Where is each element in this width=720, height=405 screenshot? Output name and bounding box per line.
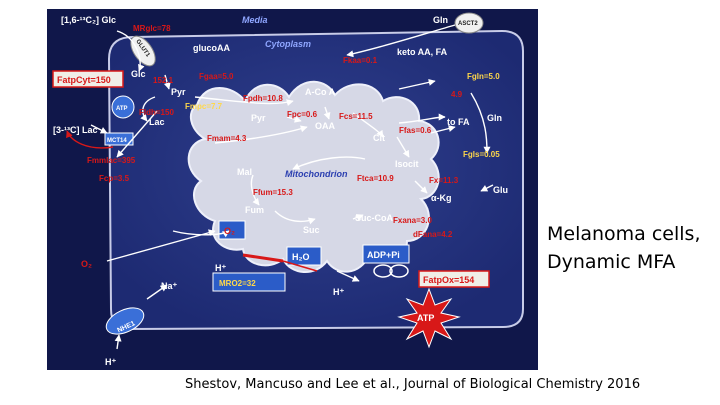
o2-mito-label: O₂ xyxy=(224,226,235,236)
fcs-label: Fcs=11.5 xyxy=(339,112,373,121)
h2o-label: H₂O xyxy=(292,252,310,262)
ffum-label: Ffum=15.3 xyxy=(253,188,293,197)
glut-transporter xyxy=(130,35,156,67)
gln-media-label: Gln xyxy=(433,15,448,25)
v49-label: 4.9 xyxy=(451,90,463,99)
fkaa-label: Fkaa=0.1 xyxy=(343,56,378,65)
glucoaa-label: glucoAA xyxy=(193,43,230,53)
atp-synthase xyxy=(373,264,393,278)
asct-transporter xyxy=(454,12,484,34)
fpdh-label: Fpdh=10.8 xyxy=(243,94,283,103)
toa-label: to FA xyxy=(447,117,470,127)
mct-label: MCT14 xyxy=(107,138,127,144)
lac-media-label: [3-¹³C] Lac xyxy=(53,125,98,135)
slide-title: Melanoma cells, Dynamic MFA xyxy=(547,220,717,276)
lac-label: Lac xyxy=(149,117,165,127)
cit-label: Cit xyxy=(373,133,385,143)
asct-label: ASCT2 xyxy=(458,21,478,27)
fmam-label: Fmam=4.3 xyxy=(207,134,247,143)
fatpcyt-box xyxy=(52,70,124,88)
glc-media-label: [1,6-¹³C₂] Glc xyxy=(61,15,116,25)
mal-label: Mal xyxy=(237,167,252,177)
acoa-label: A-Co A xyxy=(305,87,336,97)
fmpc-label: Fmpc=7.7 xyxy=(185,102,223,111)
fatpox-label: FatpOx=154 xyxy=(423,275,474,285)
atp-pump-transporter xyxy=(111,95,135,119)
mro2-label: MRO2=32 xyxy=(219,279,256,288)
fatpcyt-label: FatpCyt=150 xyxy=(57,75,111,85)
h2o-box xyxy=(286,246,322,266)
adp-box xyxy=(362,244,410,264)
atp-star xyxy=(397,287,461,349)
ketoaa-label: keto AA, FA xyxy=(397,47,448,57)
hplus1-label: H⁺ xyxy=(215,263,226,273)
atp-out-label: ATP xyxy=(417,313,434,323)
fx-label: Fx=11.3 xyxy=(429,176,459,185)
fum-label: Fum xyxy=(245,205,264,215)
akg-label: α-Kg xyxy=(431,193,452,203)
hplus2-label: H⁺ xyxy=(333,287,344,297)
cytoplasm-label: Cytoplasm xyxy=(265,39,311,49)
fatpox-box xyxy=(418,270,490,288)
citation: Shestov, Mancuso and Lee et al., Journal… xyxy=(185,377,641,392)
glu-label: Glu xyxy=(493,185,508,195)
dfana-label: dFana=4.2 xyxy=(413,230,453,239)
mro2-box xyxy=(212,272,286,292)
o2-media-label: O₂ xyxy=(81,259,92,269)
mrglc-label: MRglc=78 xyxy=(133,24,171,33)
metabolic-flux-diagram: Media Cytoplasm Mitochondrion GLUT1 ASCT… xyxy=(47,9,538,370)
gln-cyt-label: Gln xyxy=(487,113,502,123)
fxana-label: Fxana=3.0 xyxy=(393,216,432,225)
atp-pump-label: ATP xyxy=(116,106,128,112)
media-label: Media xyxy=(242,15,268,25)
glc-label: Glc xyxy=(131,69,146,79)
mitochondrion-label: Mitochondrion xyxy=(285,169,348,179)
atp-synthase-2 xyxy=(389,264,409,278)
hplus3-label: H⁺ xyxy=(105,357,116,367)
pyr-cyt-label: Pyr xyxy=(171,87,186,97)
fmmlac-label: Fmmlac=395 xyxy=(87,156,136,165)
nhe-transporter xyxy=(105,307,145,335)
na-label: Na⁺ xyxy=(161,281,178,291)
fgls-label: Fgls=0.05 xyxy=(463,150,500,159)
ffas-label: Ffas=0.6 xyxy=(399,126,432,135)
oaa-label: OAA xyxy=(315,121,336,131)
pyr-mito-label: Pyr xyxy=(251,113,266,123)
fgln-label: Fgln=5.0 xyxy=(467,72,500,81)
slide-title-line2: Dynamic MFA xyxy=(547,251,676,273)
fcp-label: Fcp=3.5 xyxy=(99,174,130,183)
adp-label: ADP+Pi xyxy=(367,250,400,260)
fpc-label: Fpc=0.6 xyxy=(287,110,318,119)
suc-label: Suc xyxy=(303,225,320,235)
v152-label: 152.1 xyxy=(153,76,174,85)
succoa-label: Suc-CoA xyxy=(355,213,394,223)
slide-title-line1: Melanoma cells, xyxy=(547,223,701,245)
isocit-label: Isocit xyxy=(395,159,419,169)
ftca-label: Ftca=10.9 xyxy=(357,174,394,183)
fgaa-label: Fgaa=5.0 xyxy=(199,72,234,81)
fldh-label: Fldh=150 xyxy=(139,108,174,117)
mitochondrion-shape xyxy=(187,80,440,273)
